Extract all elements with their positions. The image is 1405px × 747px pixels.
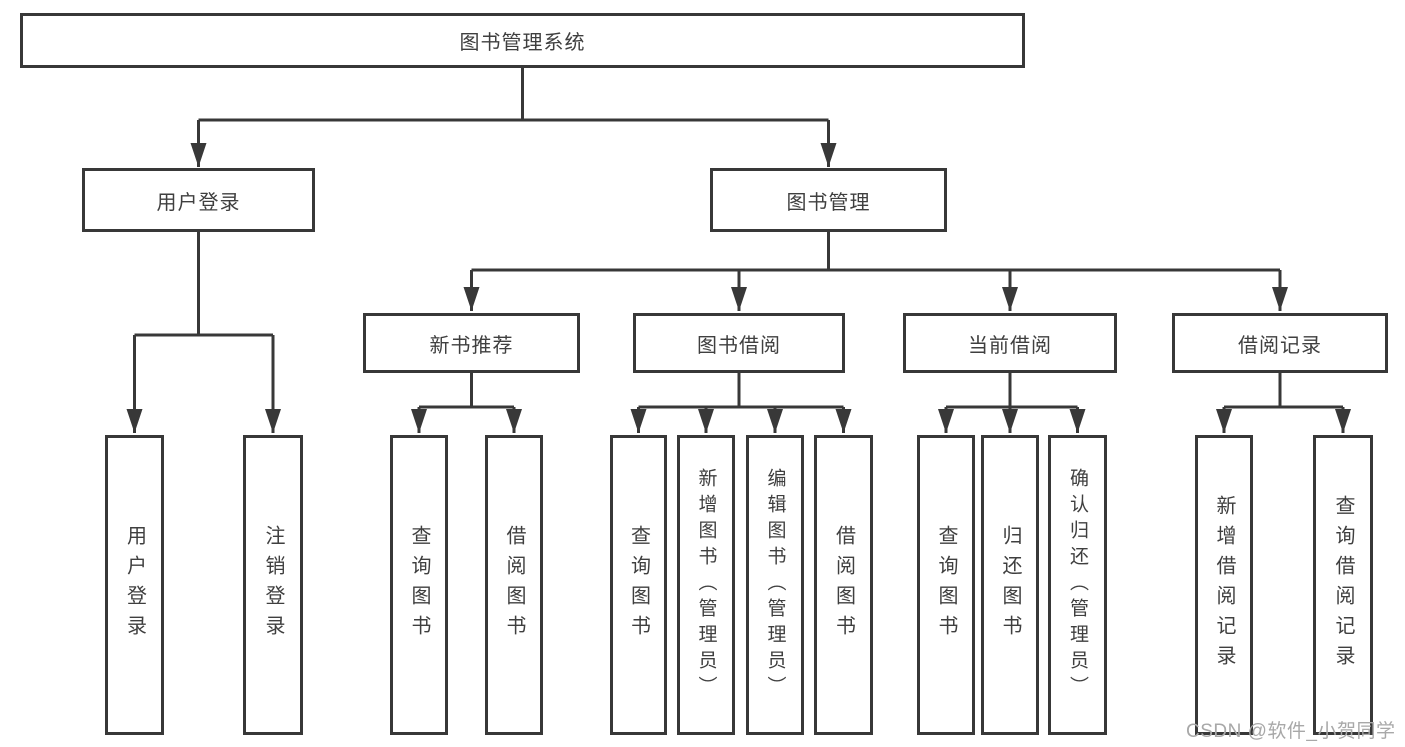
node-user-login: 用户登录 [82, 168, 315, 232]
connector-current-trunk [946, 373, 1078, 409]
leaf-label: 确认归还（管理员） [1067, 468, 1088, 702]
leaf-label: 新增图书（管理员） [695, 468, 717, 702]
leaf-label: 借阅图书 [503, 525, 525, 645]
leaf-search-books-borrowing: 查询图书 [610, 435, 667, 735]
leaf-label: 归还图书 [999, 525, 1021, 645]
leaf-label: 借阅图书 [832, 525, 855, 645]
node-current-borrowing: 当前借阅 [903, 313, 1117, 373]
node-new-book-recommendation: 新书推荐 [363, 313, 580, 373]
csdn-watermark: CSDN @软件_小贺同学 [1186, 721, 1396, 742]
leaf-label: 用户登录 [123, 525, 146, 645]
connector-root-trunk [198, 68, 829, 122]
leaf-label: 查询图书 [627, 525, 650, 645]
leaf-add-borrow-record: 新增借阅记录 [1195, 435, 1253, 735]
leaf-logout: 注销登录 [243, 435, 303, 735]
node-book-management: 图书管理 [710, 168, 947, 232]
leaf-add-books-admin: 新增图书（管理员） [677, 435, 735, 735]
connector-book-mgmt-trunk [471, 232, 1280, 272]
node-borrowing-records: 借阅记录 [1172, 313, 1388, 373]
leaf-label: 查询借阅记录 [1332, 495, 1354, 675]
leaf-edit-books-admin: 编辑图书（管理员） [746, 435, 804, 735]
leaf-search-books-current: 查询图书 [917, 435, 975, 735]
leaf-borrow-books-borrowing: 借阅图书 [814, 435, 873, 735]
leaf-search-books-recommend: 查询图书 [390, 435, 448, 735]
leaf-return-books: 归还图书 [981, 435, 1039, 735]
leaf-label: 编辑图书（管理员） [764, 468, 786, 702]
node-book-borrowing: 图书借阅 [633, 313, 845, 373]
node-library-management-system: 图书管理系统 [20, 13, 1025, 68]
leaf-confirm-return-admin: 确认归还（管理员） [1048, 435, 1107, 735]
leaf-label: 查询图书 [935, 525, 957, 645]
connector-records-trunk [1224, 373, 1343, 409]
leaf-label: 注销登录 [262, 525, 284, 645]
connector-borrowing-trunk [638, 373, 844, 409]
connector-user-login-trunk [134, 232, 273, 337]
leaf-search-borrow-record: 查询借阅记录 [1313, 435, 1373, 735]
leaf-user-login: 用户登录 [105, 435, 164, 735]
leaf-label: 查询图书 [408, 525, 430, 645]
leaf-label: 新增借阅记录 [1213, 495, 1235, 675]
connector-new-book-trunk [419, 373, 514, 409]
leaf-borrow-books-recommend: 借阅图书 [485, 435, 543, 735]
